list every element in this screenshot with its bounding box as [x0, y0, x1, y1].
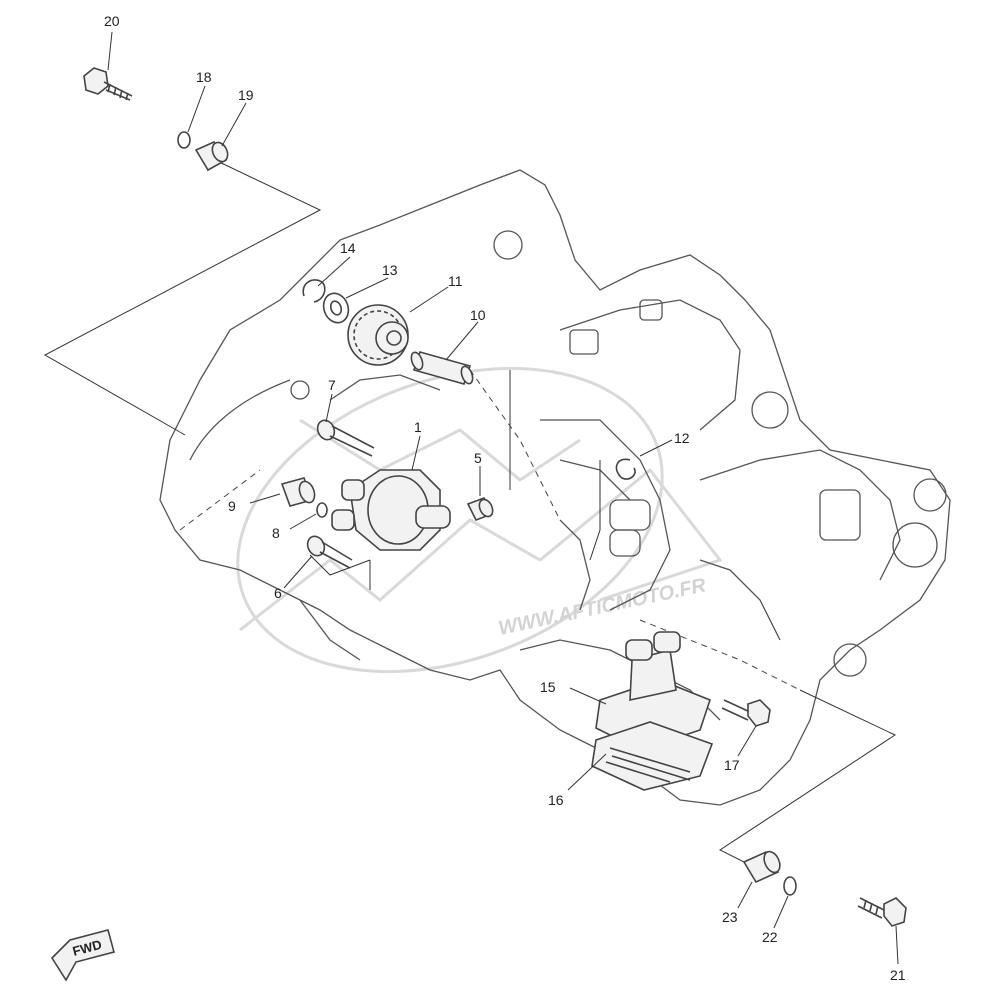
dowel-pin-19	[194, 140, 229, 172]
callout-12: 12	[674, 430, 690, 446]
crankcase-outline	[159, 169, 951, 806]
callout-leaders	[107, 31, 899, 965]
dowel-pin-23	[742, 850, 781, 884]
callout-8: 8	[272, 525, 280, 541]
washer-13	[322, 292, 350, 324]
callout-21: 21	[890, 967, 906, 983]
fwd-direction-badge: FWD	[50, 929, 115, 982]
dowel-pin-5	[466, 496, 494, 522]
flange-bolt-21	[857, 897, 907, 927]
screw-6	[306, 535, 353, 569]
callout-19: 19	[238, 87, 254, 103]
dowel-pin-9	[280, 477, 316, 507]
callout-1: 1	[414, 419, 422, 435]
watermark-text: WWW.AFTICMOTO.FR	[496, 574, 708, 640]
callout-6: 6	[274, 585, 282, 601]
callout-9: 9	[228, 498, 236, 514]
callout-20: 20	[104, 13, 120, 29]
screw-7	[316, 419, 375, 457]
drive-gear-11	[347, 304, 409, 366]
callout-5: 5	[474, 450, 482, 466]
oil-pump-assembly-1	[331, 469, 451, 551]
callout-17: 17	[724, 757, 740, 773]
callout-18: 18	[196, 69, 212, 85]
oil-strainer-16	[591, 721, 714, 791]
clip-12	[615, 458, 636, 480]
o-ring-18	[177, 131, 191, 149]
callout-22: 22	[762, 929, 778, 945]
callout-10: 10	[470, 307, 486, 323]
fwd-label: FWD	[71, 937, 103, 959]
callout-7: 7	[328, 377, 336, 393]
callout-13: 13	[382, 262, 398, 278]
assembly-guide-lines	[43, 159, 897, 871]
o-ring-8	[316, 502, 328, 518]
flange-bolt-20	[83, 67, 133, 101]
o-ring-22	[783, 876, 797, 896]
pump-shaft-10	[410, 351, 474, 385]
callout-11: 11	[448, 273, 463, 289]
flange-bolt-17	[721, 699, 771, 727]
callout-14: 14	[340, 240, 356, 256]
callout-16: 16	[548, 792, 564, 808]
callout-15: 15	[540, 679, 556, 695]
callout-23: 23	[722, 909, 738, 925]
